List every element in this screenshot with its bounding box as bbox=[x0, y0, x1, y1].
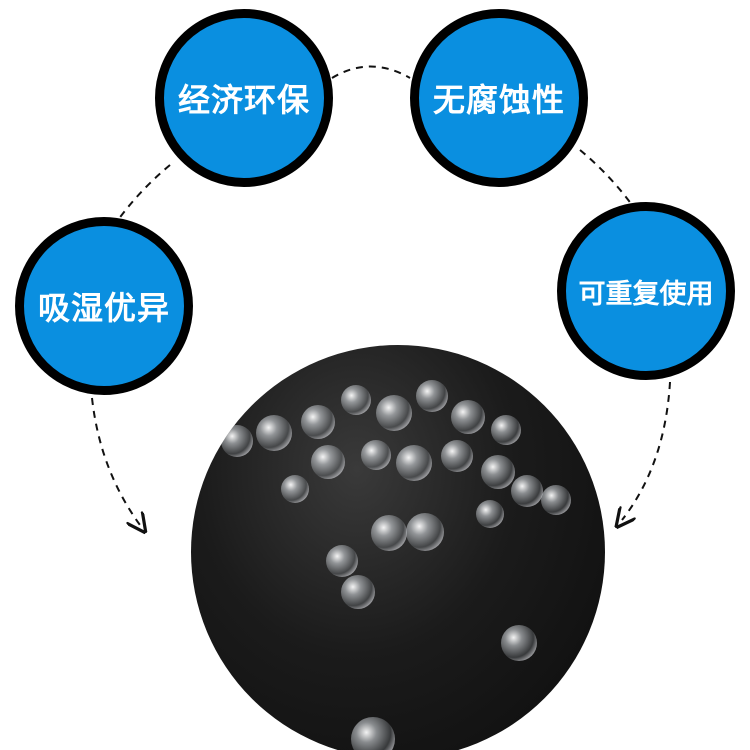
arrow-left bbox=[91, 397, 140, 525]
feature-label: 无腐蚀性 bbox=[432, 81, 565, 119]
feature-badge-absorption: 吸湿优异 bbox=[15, 217, 193, 395]
feature-label: 可重复使用 bbox=[578, 278, 714, 310]
connector-right bbox=[579, 149, 633, 206]
feature-badge-reusable: 可重复使用 bbox=[557, 202, 735, 380]
connector-top bbox=[331, 65, 411, 79]
feature-label: 经济环保 bbox=[177, 81, 310, 119]
connector-left bbox=[117, 164, 171, 221]
feature-badge-non-corrosive: 无腐蚀性 bbox=[410, 9, 588, 187]
feature-label: 吸湿优异 bbox=[37, 289, 170, 327]
arrow-right bbox=[622, 381, 671, 520]
product-photo-silica-beads bbox=[191, 345, 605, 750]
feature-badge-economical: 经济环保 bbox=[155, 9, 333, 187]
